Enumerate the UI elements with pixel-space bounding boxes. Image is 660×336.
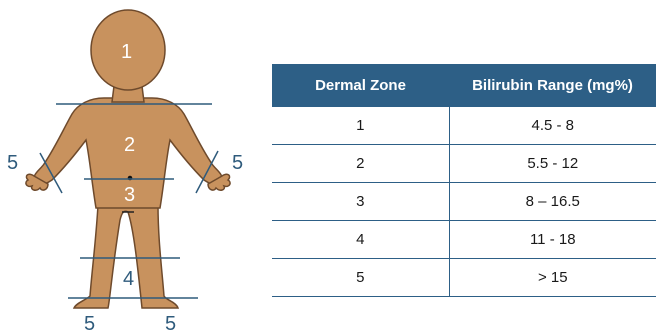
zone-label-abdomen: 3: [124, 184, 135, 207]
cell-zone: 4: [272, 221, 449, 259]
zone-label-foot-left: 5: [84, 313, 95, 336]
cell-zone: 2: [272, 145, 449, 183]
cell-zone: 3: [272, 183, 449, 221]
zone-label-foot-right: 5: [165, 313, 176, 336]
zone-label-chest: 2: [124, 134, 135, 157]
table-header-row: Dermal Zone Bilirubin Range (mg%): [272, 64, 656, 107]
cell-zone: 1: [272, 107, 449, 145]
cell-range: 11 - 18: [449, 221, 656, 259]
zone-label-hand-right: 5: [232, 152, 243, 175]
cell-zone: 5: [272, 259, 449, 297]
table-row: 4 11 - 18: [272, 221, 656, 259]
zone-label-head: 1: [121, 41, 132, 64]
table-row: 2 5.5 - 12: [272, 145, 656, 183]
zone-label-hand-left: 5: [7, 152, 18, 175]
bilirubin-table-container: Dermal Zone Bilirubin Range (mg%) 1 4.5 …: [272, 64, 656, 297]
cell-range: 5.5 - 12: [449, 145, 656, 183]
cell-range: 8 – 16.5: [449, 183, 656, 221]
zone-label-legs: 4: [123, 268, 134, 291]
bilirubin-table: Dermal Zone Bilirubin Range (mg%) 1 4.5 …: [272, 64, 656, 297]
header-dermal-zone: Dermal Zone: [272, 64, 449, 107]
dermal-zone-figure: 1 2 3 4 5 5 5 5: [0, 0, 260, 336]
cell-range: 4.5 - 8: [449, 107, 656, 145]
table-row: 3 8 – 16.5: [272, 183, 656, 221]
table-row: 1 4.5 - 8: [272, 107, 656, 145]
header-bilirubin-range: Bilirubin Range (mg%): [449, 64, 656, 107]
table-row: 5 > 15: [272, 259, 656, 297]
cell-range: > 15: [449, 259, 656, 297]
